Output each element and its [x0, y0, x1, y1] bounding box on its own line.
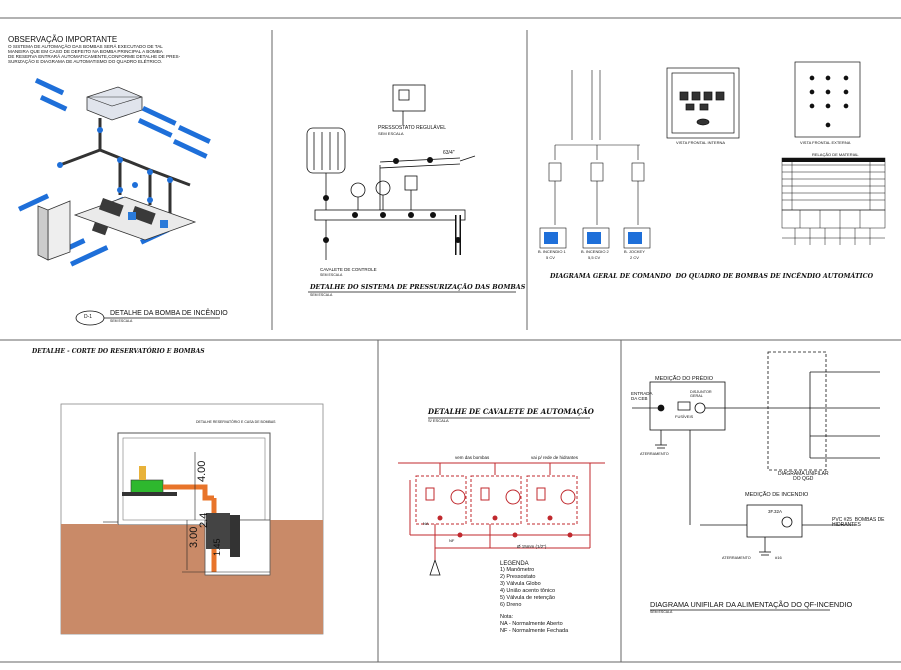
obs-line-3: DE RESERVA ENTRARÁ AUTOMATICAMENTE,CONFO…: [8, 54, 181, 59]
pressurization-sub: SEM ESCALA: [310, 293, 333, 297]
manifold-to-hydrants: vai p/ rede de hidrantes: [531, 455, 579, 460]
grounding-label-1: ATERRAMENTO: [640, 452, 669, 456]
material-table: [781, 157, 886, 245]
note-na: NA - Normalmente Aberto: [500, 621, 563, 627]
legend-title: LEGENDA: [500, 561, 529, 567]
ceb-entry-label: ENTRADA DA CEB: [631, 391, 653, 401]
pipe-diameter: 63/4": [443, 150, 455, 156]
dim-4-00: 4.00: [196, 460, 208, 482]
pressostato-label: PRESSOSTATO REGULÁVEL: [378, 125, 447, 131]
motor-2-hp: 5,5 CV: [588, 255, 601, 260]
automation-manifold: [398, 462, 605, 560]
command-diagram: [539, 70, 651, 249]
note-title: Nota:: [500, 614, 514, 620]
d1-tag: D-1: [84, 314, 93, 320]
hydrant-pumps-label: PVC #25 BOMBAS DE HIDRANTES: [832, 517, 885, 529]
motor-1-hp: 5 CV: [546, 255, 555, 260]
fuses-label: FUSÍVEIS: [675, 414, 694, 419]
legend-item-5: 5) Válvula de retenção: [500, 595, 556, 601]
legend-item-2: 2) Pressostato: [500, 574, 536, 580]
building-meter-label: MEDIÇÃO DO PRÉDIO: [655, 376, 714, 382]
motor-3-name: B. JOCKEY: [624, 249, 645, 254]
legend-item-4: 4) União acento tônico: [500, 588, 556, 594]
legend-item-6: 6) Dreno: [500, 602, 522, 608]
pressurization-title: DETALHE DO SISTEMA DE PRESSURIZAÇÃO DAS …: [310, 283, 526, 291]
breaker-rating: 3F.32A: [768, 509, 783, 514]
pressurization-detail: [306, 84, 476, 260]
d1-sub: SEM ESCALA: [110, 319, 133, 323]
command-diagram-title: DIAGRAMA GERAL DE COMANDO DO QUADRO DE B…: [550, 273, 874, 280]
d1-tag-shape: [75, 310, 220, 326]
legend-item-1: 1) Manômetro: [500, 567, 535, 573]
manifold-from-pumps: vem das bombas: [455, 455, 490, 460]
manifold-sub: S/ ESCALA: [428, 418, 449, 423]
qgd-diagram-label: DIAGRAMA UNIFILAR DO QGD: [778, 471, 829, 483]
obs-title: OBSERVAÇÃO IMPORTANTE: [8, 35, 118, 44]
panel-external-view: [794, 61, 861, 138]
manifold-na: NA: [423, 521, 429, 526]
ground-wire-size: #16: [775, 555, 782, 560]
pump-isometric: [17, 78, 211, 267]
single-line-sub: SEM ESCALA: [650, 610, 673, 614]
pressostato-scale: SEM ESCALA: [378, 131, 404, 136]
motor-3-hp: 2 CV: [630, 255, 639, 260]
manifold-diameter: Ø 15mm (1/2"): [517, 544, 547, 549]
single-line-diagram: [632, 351, 880, 556]
cavalete-label: CAVALETE DE CONTROLE: [320, 267, 377, 272]
dim-2-4: 2.4: [198, 512, 210, 528]
obs-line-1: O SISTEMA DE AUTOMAÇÃO DAS BOMBAS SERÁ E…: [8, 44, 163, 49]
fire-meter-label: MEDIÇÃO DE INCENDIO: [745, 492, 809, 498]
section-inner-label: DETALHE RESERVATÓRIO E CASA DE BOMBAS: [196, 420, 276, 424]
material-title: RELAÇÃO DE MATERIAL: [812, 152, 859, 157]
manifold-title: DETALHE DE CAVALETE DE AUTOMAÇÃO: [428, 407, 594, 416]
pressurization-valves: [323, 157, 461, 243]
note-nf: NF - Normalmente Fechada: [500, 628, 569, 634]
motor-2-name: B. INCENDIO 2: [581, 249, 609, 254]
panel-borders: [0, 17, 901, 663]
d1-title: DETALHE DA BOMBA DE INCÊNDIO: [110, 310, 228, 317]
dim-3-00: 3.00: [188, 526, 200, 548]
motor-icons: [544, 232, 642, 244]
legend-item-3: 3) Válvula Globo: [500, 581, 541, 587]
main-breaker-label: DISJUNTOR GERAL: [690, 390, 712, 398]
dim-1-45: 1.45: [212, 538, 222, 556]
single-line-title: DIAGRAMA UNIFILAR DA ALIMENTAÇÃO DO QF-I…: [650, 600, 853, 609]
obs-line-2: MANEIRA QUE EM CASO DE DEFEITO NA BOMBA …: [8, 49, 163, 54]
obs-line-4: SURIZAÇÃO E DIAGRAMA DE AUTOMATISMO DO Q…: [8, 59, 163, 64]
motor-1-name: B. INCENDIO 1: [538, 249, 566, 254]
grounding-label-2: ATERRAMENTO: [722, 556, 751, 560]
cavalete-scale: SEM ESCALA: [320, 273, 343, 277]
internal-view-label: VISTA FRONTAL INTERNA: [676, 140, 726, 145]
reservoir-section: [60, 403, 324, 635]
manifold-valves: [437, 515, 573, 538]
section-title: DETALHE - CORTE DO RESERVATÓRIO E BOMBAS: [32, 348, 205, 355]
manifold-nf: NF: [449, 538, 455, 543]
external-view-label: VISTA FRONTAL EXTERNA: [800, 140, 851, 145]
panel-internal-view: [666, 67, 740, 139]
